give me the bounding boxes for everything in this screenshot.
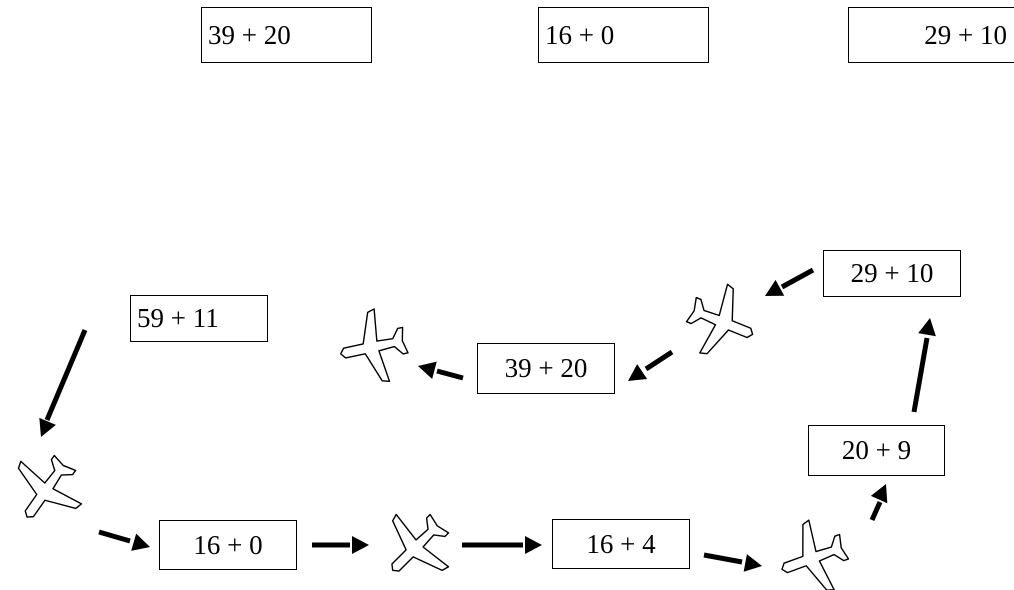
arrow-to-box-16-4	[462, 536, 542, 554]
arrow-from-box-39-20	[415, 357, 464, 381]
route-box-29-10-label: 29 + 10	[850, 258, 934, 288]
route-box-20-9-label: 20 + 9	[841, 435, 912, 465]
answer-box-1: 39 + 20	[201, 7, 372, 63]
arrow-from-start	[32, 329, 88, 441]
arrow-to-box-16-0	[98, 529, 153, 556]
arrow-to-box-20-9	[869, 480, 895, 522]
arrow-from-box-16-0	[312, 536, 369, 554]
plane-icon-4	[676, 274, 768, 370]
plane-icon-start	[0, 441, 96, 539]
route-box-39-20-label: 39 + 20	[504, 353, 588, 383]
arrow-from-box-29-10	[760, 267, 815, 304]
answer-box-2: 16 + 0	[538, 7, 709, 63]
arrow-to-box-39-20	[623, 349, 674, 389]
plane-icon-2	[365, 496, 467, 590]
route-box-59-11: 59 + 11	[130, 295, 268, 342]
plane-icon-3	[768, 511, 858, 590]
answer-box-3: 29 + 10	[848, 7, 1014, 63]
arrow-to-box-29-10	[911, 316, 939, 413]
answer-box-3-label: 29 + 10	[924, 19, 1007, 50]
route-box-16-0-label: 16 + 0	[193, 529, 263, 560]
route-box-39-20: 39 + 20	[477, 343, 615, 394]
route-box-16-4-label: 16 + 4	[586, 528, 656, 559]
answer-box-1-label: 39 + 20	[208, 19, 291, 50]
plane-icon-finish	[332, 303, 414, 391]
route-box-20-9: 20 + 9	[808, 425, 945, 476]
route-box-16-4: 16 + 4	[552, 519, 690, 569]
route-box-59-11-label: 59 + 11	[137, 303, 219, 333]
route-box-16-0: 16 + 0	[159, 520, 297, 570]
route-box-29-10: 29 + 10	[823, 250, 961, 297]
answer-box-2-label: 16 + 0	[545, 19, 615, 50]
arrow-from-box-16-4	[703, 552, 764, 575]
